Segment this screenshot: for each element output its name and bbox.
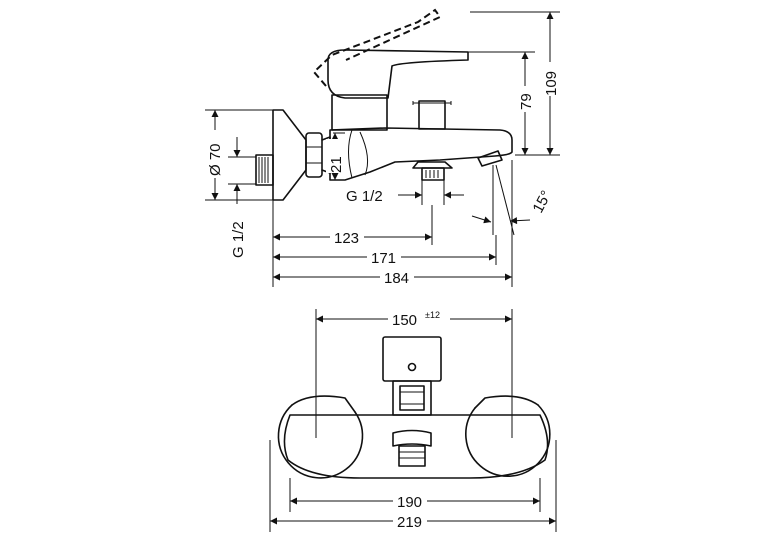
diverter-knob xyxy=(418,100,446,130)
lever-handle xyxy=(327,49,469,99)
dim-outlet-thread-label: G 1/2 xyxy=(346,188,383,205)
right-escutcheon xyxy=(465,404,551,477)
front-view: 150 ±12 190 219 xyxy=(269,309,557,532)
mixer-body xyxy=(329,127,513,181)
dim-219-label: 219 xyxy=(397,514,422,531)
dim-184-label: 184 xyxy=(384,270,409,287)
front-lever xyxy=(382,336,442,382)
dim-wall-thread-label: G 1/2 xyxy=(230,221,247,258)
cartridge-stem xyxy=(392,380,432,416)
side-view: 109 79 Ø 70 G 1/2 21 G 1/2 xyxy=(205,8,560,287)
lever-riser xyxy=(331,94,388,131)
bottom-outlet xyxy=(412,161,453,169)
front-body xyxy=(283,414,549,479)
dim-150-label: 150 xyxy=(392,312,417,329)
front-spout xyxy=(392,429,432,447)
dim-21-label: 21 xyxy=(328,156,345,173)
escutcheon xyxy=(272,109,307,201)
dim-150-tolerance: ±12 xyxy=(425,310,440,320)
dim-79-label: 79 xyxy=(518,93,535,110)
spout-aerator xyxy=(477,150,503,167)
wall-connector xyxy=(255,154,274,186)
outlet-thread xyxy=(421,167,445,181)
dim-171-label: 171 xyxy=(371,250,396,267)
left-escutcheon xyxy=(277,404,364,479)
dim-angle-label: 15° xyxy=(530,188,556,216)
union-nut xyxy=(305,132,323,178)
front-outlet-thread xyxy=(398,445,426,467)
lever-raised-position xyxy=(312,8,442,87)
dim-190-label: 190 xyxy=(397,494,422,511)
indicator-dot xyxy=(407,362,417,372)
dim-123-label: 123 xyxy=(334,230,359,247)
dim-109-label: 109 xyxy=(543,71,560,96)
dim-diameter-label: Ø 70 xyxy=(207,143,224,176)
